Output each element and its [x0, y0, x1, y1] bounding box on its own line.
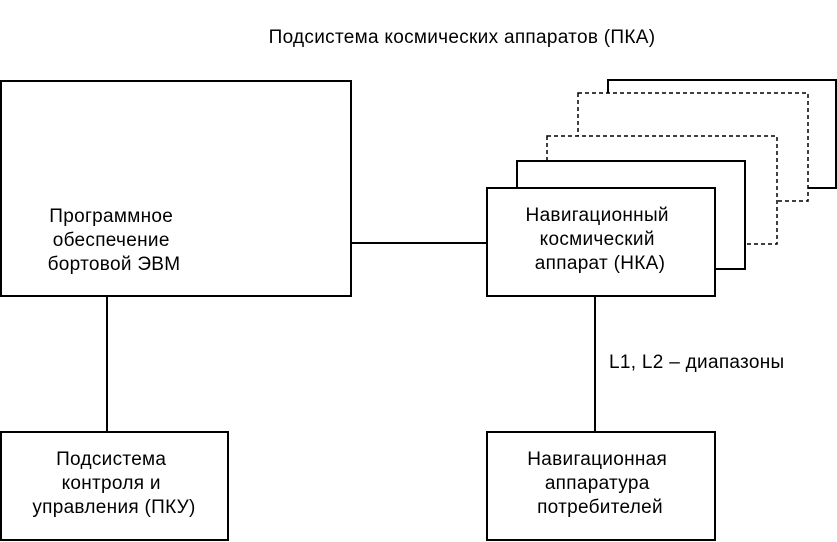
nav-satellite-label-line-1: Навигационный: [526, 205, 669, 226]
band-label: L1, L2 – диапазоны: [609, 352, 784, 373]
control-subsystem-label-line-2: контроля и: [62, 473, 161, 494]
nav-satellite-label-line-2: космический: [540, 229, 655, 250]
onboard-software-label: Программное обеспечение бортовой ЭВМ: [48, 206, 181, 275]
user-equipment-label-line-2: аппаратура: [545, 473, 650, 494]
diagram-title: Подсистема космических аппаратов (ПКА): [269, 27, 656, 48]
control-subsystem-label-line-1: Подсистема: [56, 449, 166, 470]
onboard-software-label-line-3: бортовой ЭВМ: [48, 254, 181, 275]
control-subsystem-label: Подсистема контроля и управления (ПКУ): [32, 449, 195, 518]
control-subsystem-label-line-3: управления (ПКУ): [32, 497, 195, 518]
onboard-software-label-line-1: Программное: [49, 206, 173, 227]
user-equipment-label-line-3: потребителей: [537, 497, 663, 518]
nav-satellite-label: Навигационный космический аппарат (НКА): [526, 205, 675, 274]
onboard-software-label-line-2: обеспечение: [53, 230, 170, 251]
control-subsystem-box: [0, 431, 229, 541]
nav-satellite-label-line-3: аппарат (НКА): [535, 253, 665, 274]
nav-satellite-box: [486, 187, 716, 297]
user-equipment-label-line-1: Навигационная: [527, 449, 667, 470]
user-equipment-label: Навигационная аппаратура потребителей: [527, 449, 672, 518]
onboard-software-box: [0, 80, 352, 297]
user-equipment-box: [486, 431, 716, 541]
